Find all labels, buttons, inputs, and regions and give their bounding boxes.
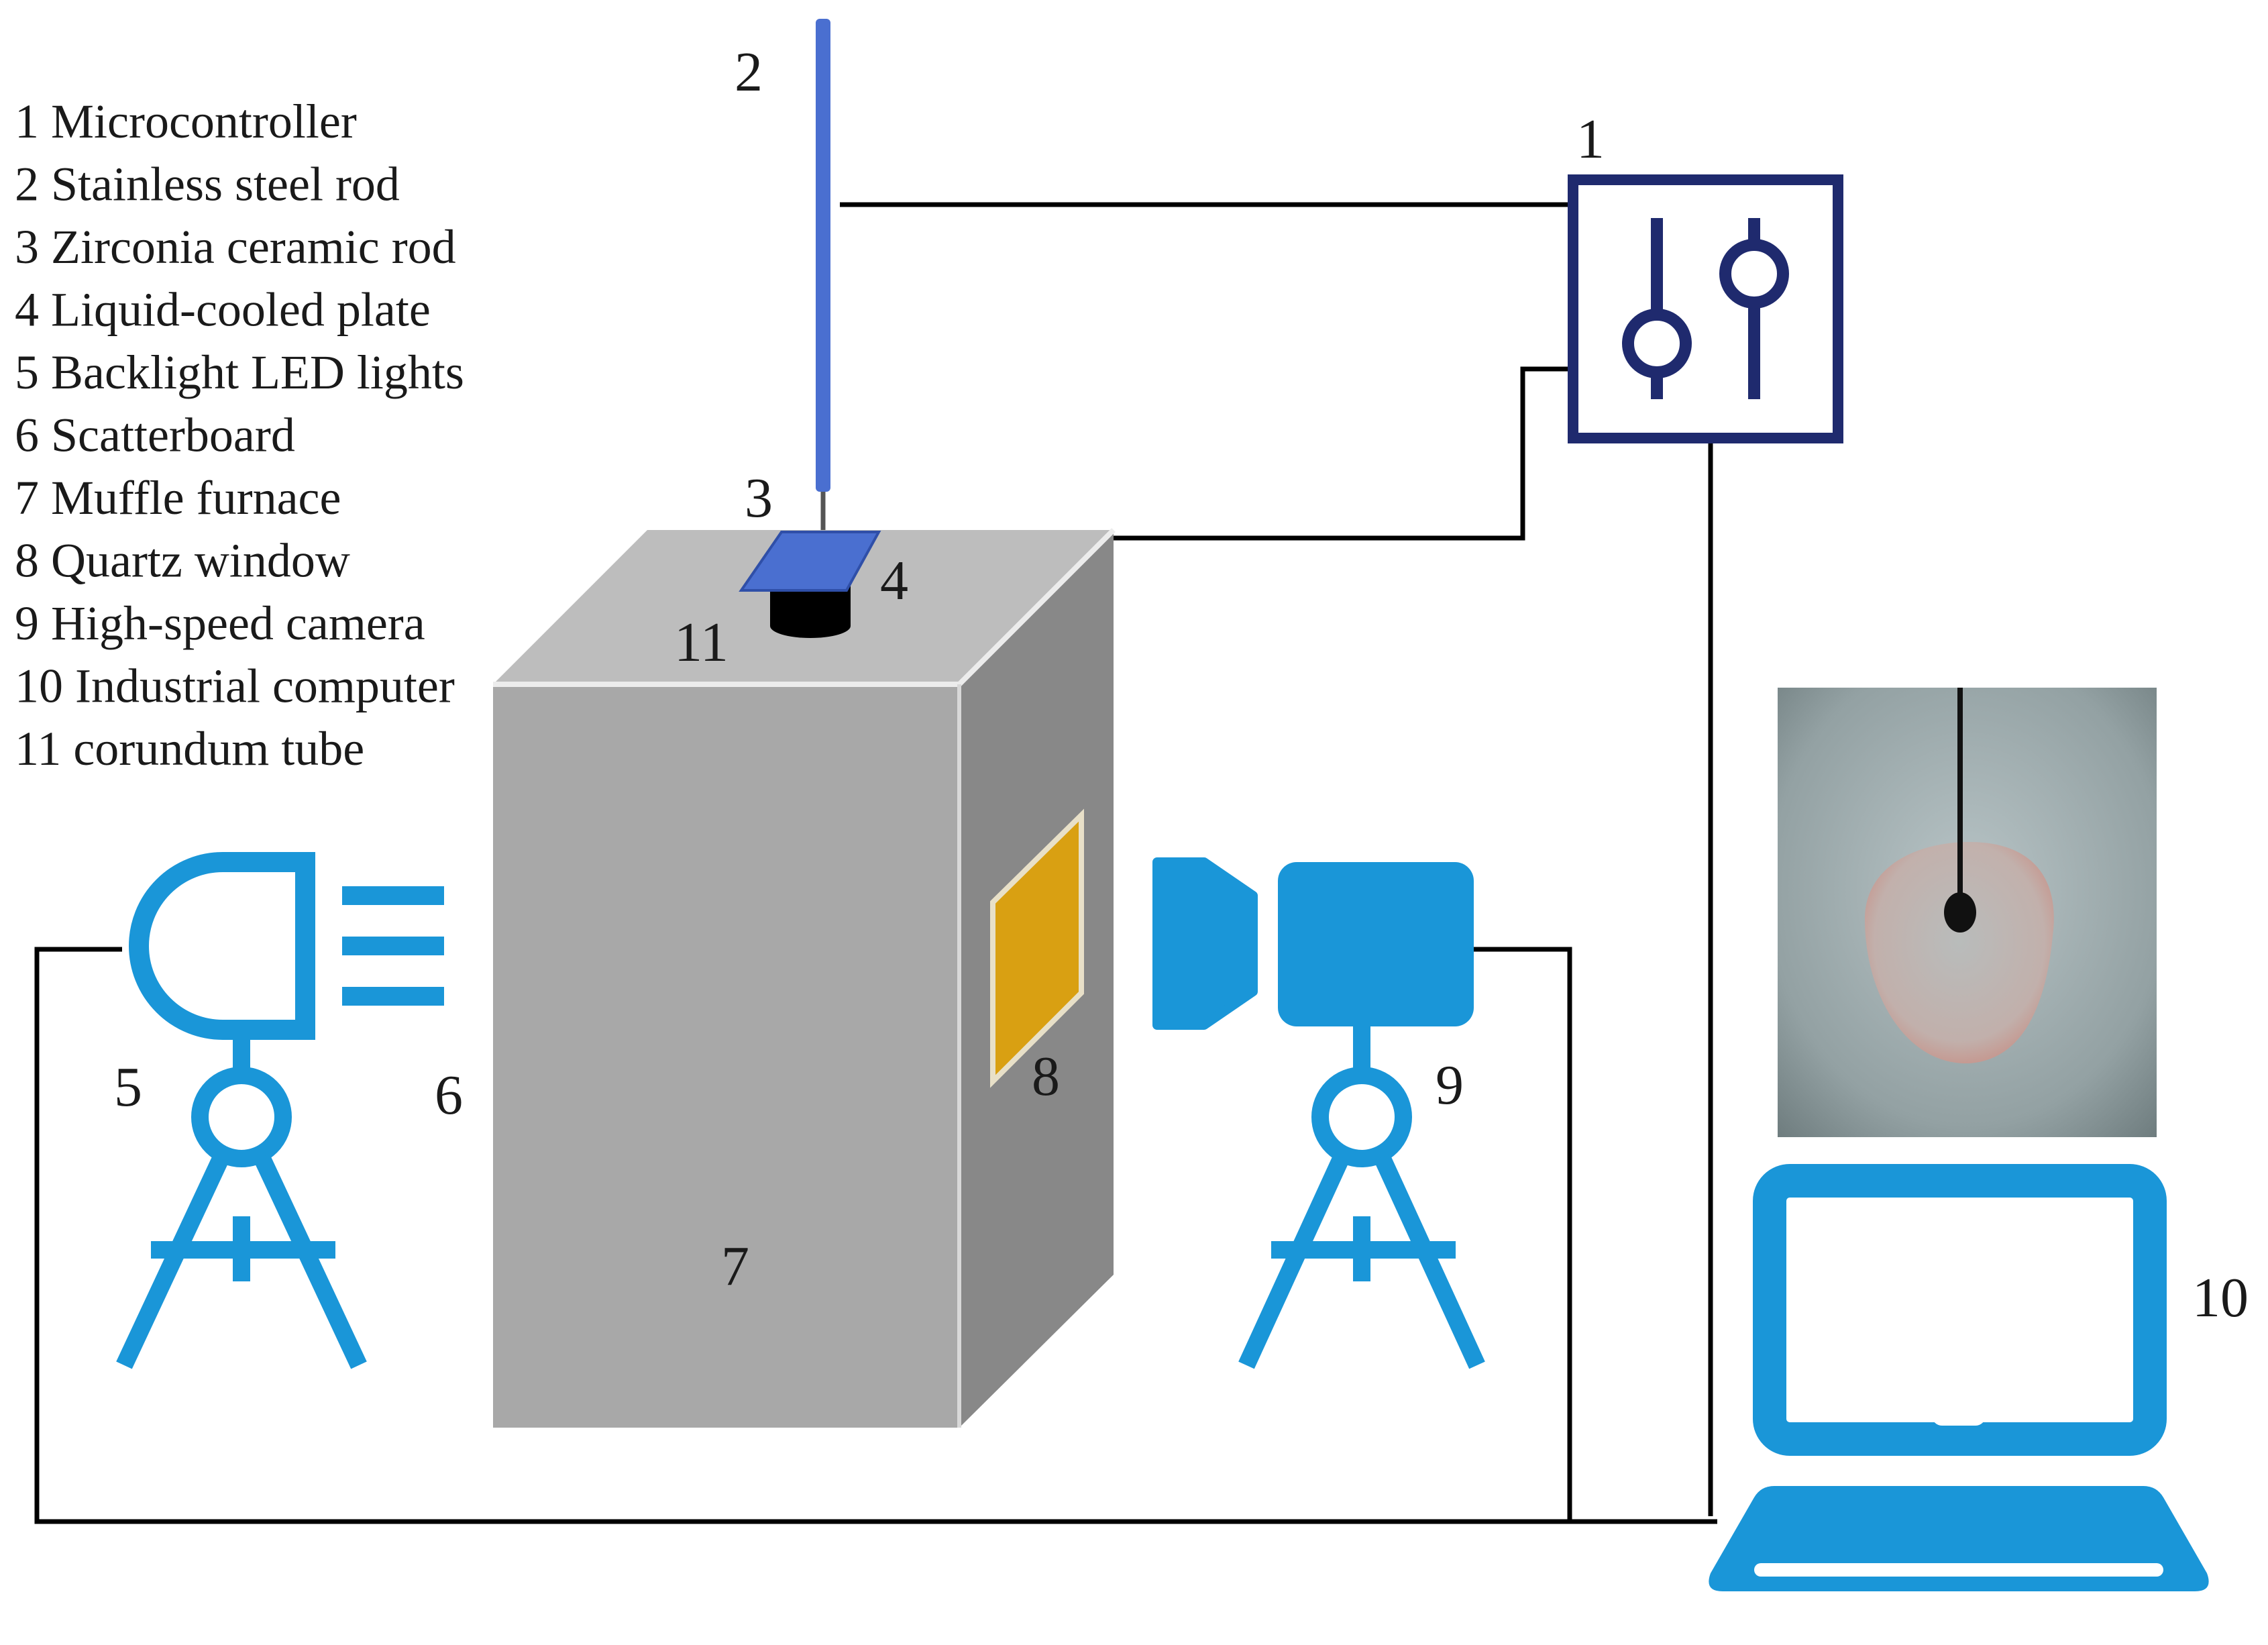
lamp-head (129, 852, 315, 1040)
label-microcontroller: 1 (1576, 108, 1605, 170)
label-scatterboard: 6 (435, 1064, 463, 1126)
camera-tripod (1238, 1026, 1485, 1369)
laptop-icon (1709, 1164, 2209, 1591)
legend: 1 Microcontroller 2 Stainless steel rod 3 … (15, 95, 464, 776)
quartz-window (990, 808, 1084, 1088)
legend-item: 2 Stainless steel rod (15, 158, 400, 211)
slider-controls-icon (1622, 218, 1789, 399)
light-tripod (116, 1037, 367, 1369)
wiring (34, 202, 1717, 1524)
spotlight-icon (116, 852, 444, 1369)
legend-item: 11 corundum tube (15, 722, 364, 776)
legend-item: 3 Zirconia ceramic rod (15, 220, 456, 274)
laptop-trackpad-strip (1754, 1563, 2163, 1577)
label-steel-rod: 2 (735, 41, 763, 103)
laptop-indicator (1932, 1405, 1986, 1426)
legend-item: 5 Backlight LED lights (15, 346, 464, 399)
label-quartz-window: 8 (1032, 1045, 1060, 1108)
liquid-cooled-plate (739, 531, 881, 592)
stainless-steel-rod (816, 19, 830, 492)
controller-box (1568, 174, 1843, 443)
label-camera: 9 (1436, 1054, 1464, 1116)
captured-droplet-image (1778, 688, 2157, 1137)
legend-item: 9 High-speed camera (15, 596, 425, 650)
wire-plate-to-controller (872, 366, 1573, 541)
number-labels: 1 2 3 4 5 6 7 8 9 10 11 (114, 41, 2249, 1329)
legend-item: 7 Muffle furnace (15, 471, 341, 525)
camera-lens (1152, 857, 1258, 1030)
furnace-front-face (493, 684, 959, 1428)
label-corundum-tube: 11 (674, 611, 728, 674)
label-furnace: 7 (721, 1235, 749, 1297)
legend-item: 10 Industrial computer (15, 659, 455, 713)
label-cooled-plate: 4 (880, 549, 908, 612)
droplet-shape (1865, 842, 2054, 1064)
label-computer: 10 (2192, 1267, 2249, 1329)
legend-item: 8 Quartz window (15, 534, 350, 588)
needle-tip (1944, 892, 1976, 933)
muffle-furnace (493, 528, 1116, 1428)
camera-body (1278, 862, 1474, 1026)
video-camera-icon (1152, 857, 1485, 1369)
legend-item: 4 Liquid-cooled plate (15, 283, 431, 337)
wire-camera-to-bus (1472, 947, 1572, 1522)
laptop-screen (1753, 1164, 2167, 1456)
label-ceramic-rod: 3 (745, 467, 773, 529)
microcontroller (1568, 174, 1843, 443)
label-led-light: 5 (114, 1056, 142, 1118)
legend-item: 6 Scatterboard (15, 409, 295, 462)
wire-light-to-bus (34, 947, 1717, 1524)
legend-item: 1 Microcontroller (15, 95, 357, 148)
